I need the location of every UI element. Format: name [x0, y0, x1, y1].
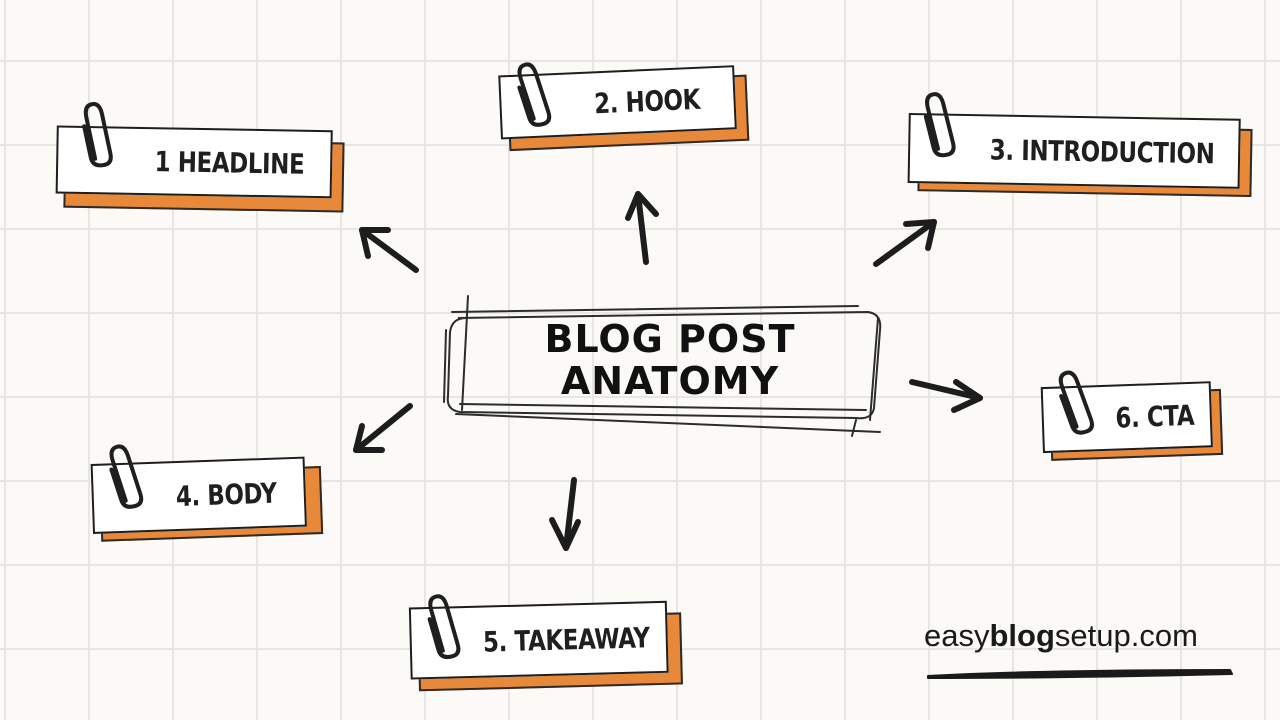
- title-line-1: BLOG POST: [544, 317, 796, 361]
- brand-bold: blog: [989, 618, 1055, 653]
- arrow-to-hook: [625, 191, 659, 265]
- arrow-to-body: [353, 403, 413, 453]
- arrow-to-cta: [909, 379, 983, 413]
- brand-prefix: easy: [924, 618, 990, 653]
- step-label-takeaway: 5. TAKEAWAY: [483, 620, 651, 659]
- paperclip-icon: [82, 102, 113, 168]
- paperclip-icon: [923, 92, 956, 158]
- paperclip-icon: [427, 594, 461, 660]
- step-label-headline: 1 HEADLINE: [154, 144, 305, 181]
- step-label-cta: 6. CTA: [1114, 398, 1195, 435]
- diagram-title: BLOG POST ANATOMY: [470, 318, 870, 402]
- arrow-to-takeaway: [549, 477, 581, 551]
- brand-wordmark: easyblogsetup.com: [924, 618, 1198, 654]
- brand-underline: [927, 669, 1233, 679]
- step-label-introduction: 3. INTRODUCTION: [989, 132, 1215, 170]
- center-frame: [443, 295, 882, 437]
- step-label-hook: 2. HOOK: [593, 82, 702, 120]
- arrow-to-headline: [359, 227, 419, 273]
- title-line-2: ANATOMY: [560, 359, 780, 403]
- step-label-body: 4. BODY: [174, 476, 277, 513]
- brand-suffix: setup.com: [1054, 618, 1198, 653]
- paperclip-icon: [109, 444, 144, 509]
- arrow-to-introduction: [873, 219, 937, 267]
- paperclip-icon: [517, 62, 552, 127]
- card-introduction: 3. INTRODUCTION: [907, 113, 1253, 207]
- paperclip-icon: [1058, 370, 1094, 435]
